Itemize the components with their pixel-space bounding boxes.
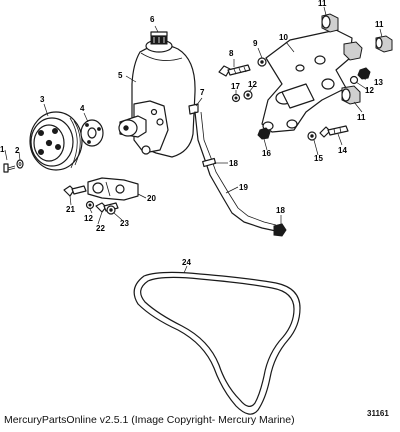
callout-13[interactable]: 13	[374, 78, 383, 87]
part-10-bracket	[261, 29, 353, 133]
part-24-belt	[133, 271, 301, 415]
callout-7[interactable]: 7	[200, 88, 205, 97]
callout-19[interactable]: 19	[239, 183, 248, 192]
part-17-washer	[231, 93, 241, 103]
part-12-washer-a	[243, 90, 253, 100]
part-21-bolt	[63, 185, 87, 197]
callout-6[interactable]: 6	[150, 15, 155, 24]
callout-17[interactable]: 17	[231, 82, 240, 91]
part-9-washer	[257, 57, 267, 67]
callout-20[interactable]: 20	[147, 194, 156, 203]
callout-21[interactable]: 21	[66, 205, 75, 214]
callout-23[interactable]: 23	[120, 219, 129, 228]
callout-11-right[interactable]: 11	[375, 20, 384, 29]
part-16-nut	[257, 127, 271, 140]
part-12-washer-c	[85, 200, 95, 210]
part-18-clamp-upper	[202, 157, 217, 168]
drawing-number: 31161	[367, 409, 389, 418]
callout-22[interactable]: 22	[96, 224, 105, 233]
part-18-clamp-lower	[273, 223, 287, 237]
callout-10[interactable]: 10	[279, 33, 288, 42]
callout-16[interactable]: 16	[262, 149, 271, 158]
callout-5[interactable]: 5	[118, 71, 123, 80]
callout-4[interactable]: 4	[80, 104, 85, 113]
part-3-pulley	[29, 111, 83, 171]
part-5-pump	[118, 39, 199, 158]
callout-15[interactable]: 15	[314, 154, 323, 163]
part-4-hub	[80, 119, 104, 147]
part-13-nut	[357, 67, 371, 80]
callout-11-top[interactable]: 11	[318, 0, 327, 8]
leader-lines	[4, 6, 383, 274]
callout-12-a[interactable]: 12	[248, 80, 257, 89]
part-6-cap	[150, 31, 168, 45]
callout-9[interactable]: 9	[253, 39, 258, 48]
callout-8[interactable]: 8	[229, 49, 234, 58]
part-15-washer	[307, 131, 317, 141]
callout-12-c[interactable]: 12	[84, 214, 93, 223]
callout-3[interactable]: 3	[40, 95, 45, 104]
part-23-washer	[106, 205, 116, 215]
part-11-spacer-right	[375, 35, 393, 53]
callout-18-lower[interactable]: 18	[276, 206, 285, 215]
callout-24[interactable]: 24	[182, 258, 191, 267]
callout-12-b[interactable]: 12	[365, 86, 374, 95]
part-14-bolt	[319, 125, 349, 138]
callout-18-upper[interactable]: 18	[229, 159, 238, 168]
part-20-bracket	[87, 177, 139, 201]
part-8-bolt	[218, 64, 251, 77]
callout-2[interactable]: 2	[15, 146, 20, 155]
copyright-footer: MercuryPartsOnline v2.5.1 (Image Copyrig…	[4, 414, 295, 426]
part-1-bolt	[3, 163, 16, 173]
part-11-spacer-top	[321, 13, 339, 33]
part-2-washer	[16, 159, 24, 169]
part-11-spacer-middle	[341, 85, 361, 105]
callout-14[interactable]: 14	[338, 146, 347, 155]
part-12-washer-b	[349, 75, 359, 85]
callout-1[interactable]: 1	[0, 145, 5, 154]
callout-labels: 1 2 3 4 5 6 7 8 9 10 11 11 11 12 12 12 1…	[0, 0, 384, 267]
part-11-spacer-under-bracket	[343, 41, 363, 61]
callout-11-middle[interactable]: 11	[357, 113, 366, 122]
